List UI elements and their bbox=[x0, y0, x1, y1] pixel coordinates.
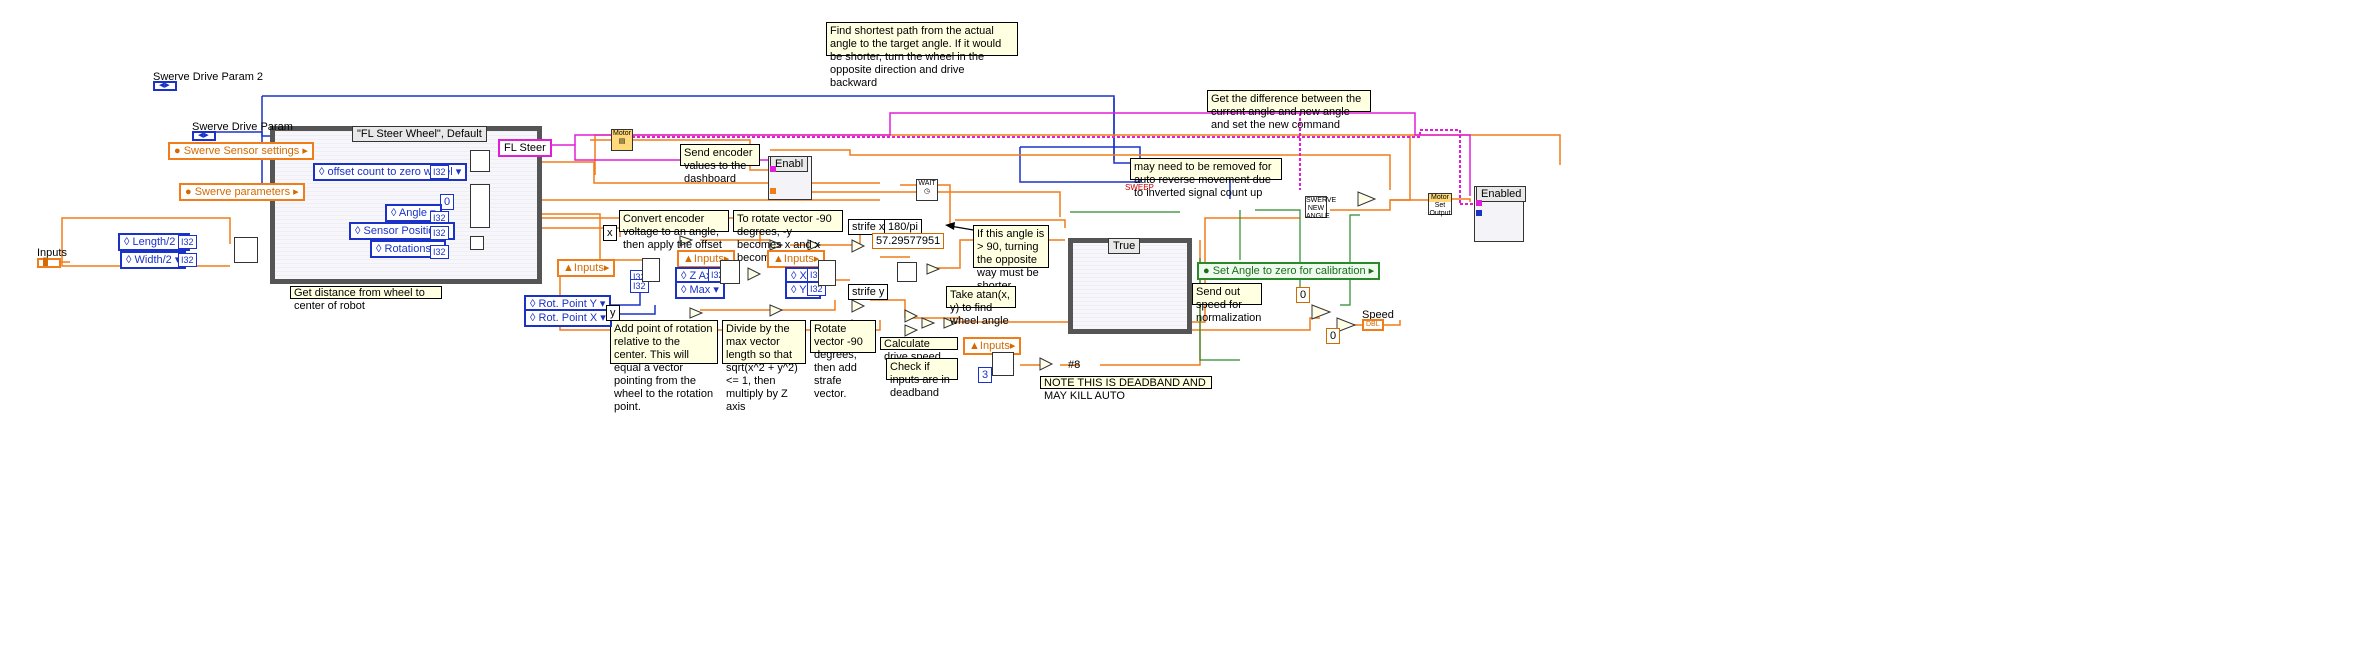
note-calc-drive: Calculate drive speed bbox=[880, 337, 958, 363]
speed-label: Speed bbox=[1362, 309, 1394, 321]
three-constant[interactable]: 3 bbox=[978, 367, 993, 383]
add-node-case bbox=[470, 236, 484, 250]
motor-icon-a: Motor▤ bbox=[611, 129, 633, 151]
speed-indicator: DBL bbox=[1362, 319, 1384, 331]
zero-constant-top[interactable]: 0 bbox=[440, 194, 455, 210]
case-selector-fl-steer[interactable]: "FL Steer Wheel", Default bbox=[352, 126, 487, 142]
y-wire-label: y bbox=[606, 305, 620, 321]
note-take-atan: Take atan(x, y) to find wheel angle bbox=[946, 286, 1016, 327]
enabl-input-terminal bbox=[770, 166, 776, 172]
sensor-i32-term: I32 bbox=[430, 226, 449, 240]
angle-control[interactable]: ◊ Angle ▾ bbox=[385, 204, 442, 222]
bundle-node-left bbox=[234, 237, 258, 263]
y-selector-text: Y bbox=[799, 284, 807, 296]
angle-text: Angle bbox=[398, 207, 428, 219]
inputs-cluster[interactable]: █ bbox=[37, 258, 61, 268]
inputs-tag-c-text: Inputs bbox=[783, 253, 814, 265]
swerve-sensor-settings-control[interactable]: ● Swerve Sensor settings ▸ bbox=[168, 142, 314, 160]
strife-x-label: strife x bbox=[848, 219, 889, 235]
set-angle-zero-control[interactable]: ● Set Angle to zero for calibration ▸ bbox=[1197, 262, 1381, 280]
sensor-position-control[interactable]: ◊ Sensor Position ▾ bbox=[349, 222, 456, 240]
swerve-parameters-text: Swerve parameters bbox=[194, 186, 291, 198]
inputs-tag-d-text: Inputs bbox=[979, 340, 1010, 352]
offset-i32-term: I32 bbox=[430, 165, 449, 179]
x-selector-text: X bbox=[799, 270, 807, 282]
zero-constant-a[interactable]: 0 bbox=[1296, 287, 1311, 303]
set-angle-zero-text: Set Angle to zero for calibration bbox=[1212, 265, 1366, 277]
unbundle-node-sensor bbox=[470, 150, 490, 172]
rot-point-x-text: Rot. Point X bbox=[538, 312, 598, 324]
unbundle-inputs-b bbox=[720, 260, 740, 284]
swerve-angle-text: SWERVE NEW ANGLE bbox=[1306, 197, 1337, 220]
note-check-deadband: Check if inputs are in deadband bbox=[886, 358, 958, 399]
rotations-i32-term: I32 bbox=[430, 245, 449, 259]
swerve-new-angle-icon: SWERVE NEW ANGLE bbox=[1305, 196, 1336, 220]
wait-clock-icon: WAIT◷ bbox=[916, 179, 938, 201]
note-rotate-vector: To rotate vector -90 degrees, -y becomes… bbox=[733, 210, 843, 264]
swerve-param2-label: Swerve Drive Param 2 bbox=[153, 71, 264, 83]
hex-8-label: #8 bbox=[1068, 359, 1081, 371]
max-text: Max bbox=[689, 284, 711, 296]
pi-value-constant[interactable]: 57.29577951 bbox=[872, 233, 945, 249]
set-output-text: Set Output bbox=[1429, 202, 1451, 217]
note-angle-gt-90: If this angle is > 90, turning the oppos… bbox=[973, 225, 1049, 292]
inputs-label: Inputs bbox=[37, 247, 67, 259]
bundle-node-encoder bbox=[470, 184, 490, 228]
zero-constant-b[interactable]: 0 bbox=[1326, 328, 1341, 344]
x-wire-label: x bbox=[603, 225, 617, 241]
note-deadband-warning: NOTE THIS IS DEADBAND AND MAY KILL AUTO bbox=[1040, 376, 1212, 402]
unbundle-inputs-c bbox=[818, 260, 836, 286]
inputs-tag-a[interactable]: ▲Inputs▸ bbox=[557, 259, 616, 277]
inputs-tag-c[interactable]: ▲Inputs▸ bbox=[767, 250, 826, 268]
sweep-icon: SWEEP bbox=[1125, 183, 1154, 192]
enabled-input-terminal-a bbox=[1476, 200, 1482, 206]
strife-y-label: strife y bbox=[848, 284, 889, 300]
wait-text: WAIT bbox=[918, 180, 936, 187]
offset-count-control[interactable]: ◊ offset count to zero wheel ▾ bbox=[313, 163, 468, 181]
fl-steer-tag[interactable]: FL Steer bbox=[498, 139, 552, 157]
note-convert-encoder: Convert encoder voltage to an angle, the… bbox=[619, 210, 729, 251]
width-i32-term: I32 bbox=[178, 253, 197, 267]
note-shortest-path: Find shortest path from the actual angle… bbox=[826, 22, 1018, 89]
swerve-param-label: Swerve Drive Param bbox=[192, 121, 293, 133]
motor-a-text: Motor bbox=[613, 130, 631, 137]
width-half-control[interactable]: ◊ Width/2 ▾ bbox=[120, 251, 187, 269]
note-may-need-removed: may need to be removed for auto reverse … bbox=[1130, 158, 1282, 199]
swerve-parameters-control[interactable]: ● Swerve parameters ▸ bbox=[179, 183, 305, 201]
index-array-deadband bbox=[992, 352, 1014, 376]
unbundle-inputs-a bbox=[642, 258, 660, 282]
rot-point-x-control[interactable]: ◊ Rot. Point X ▾ bbox=[524, 309, 612, 327]
length-half-text: Length/2 bbox=[132, 236, 176, 248]
length-i32-term: I32 bbox=[178, 235, 197, 249]
enabl-output-terminal bbox=[770, 188, 776, 194]
swerve-sensor-settings-text: Swerve Sensor settings bbox=[183, 145, 300, 157]
rotations-text: Rotations bbox=[384, 243, 431, 255]
swerve-param2-cluster[interactable]: ◀▶ bbox=[153, 81, 177, 91]
inputs-tag-a-text: Inputs bbox=[573, 262, 604, 274]
case-selector-enabled[interactable]: Enabled bbox=[1476, 186, 1527, 202]
note-send-encoder: Send encoder values to the dashboard bbox=[680, 144, 760, 185]
note-get-difference: Get the difference between the current a… bbox=[1207, 90, 1371, 131]
sensor-position-text: Sensor Position bbox=[363, 225, 441, 237]
swerve-param-cluster[interactable]: ◀▶ bbox=[192, 131, 216, 141]
note-divide-max: Divide by the max vector length so that … bbox=[722, 320, 806, 413]
max-control[interactable]: ◊ Max ▾ bbox=[675, 281, 725, 299]
note-send-speed: Send out speed for normalization bbox=[1192, 283, 1262, 324]
enabled-input-terminal-b bbox=[1476, 210, 1482, 216]
i32-term-mid-b: I32 bbox=[630, 279, 649, 293]
case-selector-true[interactable]: True bbox=[1108, 238, 1141, 254]
note-add-point: Add point of rotation relative to the ce… bbox=[610, 320, 718, 413]
rot-point-y-text: Rot. Point Y bbox=[538, 298, 597, 310]
offset-count-text: offset count to zero wheel bbox=[327, 166, 453, 178]
case-selector-enabl[interactable]: Enabl bbox=[770, 156, 809, 172]
width-half-text: Width/2 bbox=[134, 254, 172, 266]
motor-b-text: Motor bbox=[1429, 194, 1451, 202]
inputs-tag-b-text: Inputs bbox=[693, 253, 724, 265]
note-distance-center: Get distance from wheel to center of rob… bbox=[290, 286, 442, 312]
atan-node bbox=[897, 262, 917, 282]
note-rotate-add: Rotate vector -90 degrees, then add stra… bbox=[810, 320, 876, 400]
